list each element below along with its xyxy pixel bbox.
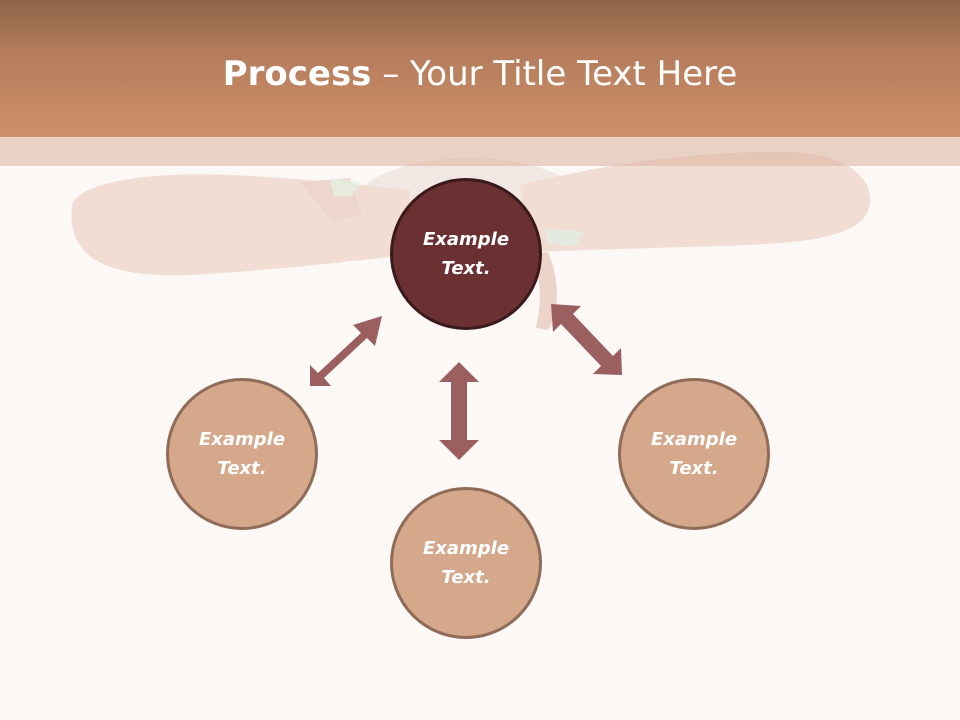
bottom-node: Example Text.: [390, 487, 542, 639]
center-node: Example Text.: [390, 178, 542, 330]
left-node: Example Text.: [166, 378, 318, 530]
title-band: [0, 137, 960, 166]
slide-title: Process – Your Title Text Here: [0, 52, 960, 96]
title-bar: [0, 0, 960, 137]
arrow-vertical-icon: [439, 362, 479, 460]
title-rest: – Your Title Text Here: [371, 54, 738, 94]
arrow-left-diagonal-icon: [310, 316, 382, 386]
title-bold: Process: [222, 54, 372, 94]
arrow-right-diagonal-icon: [551, 304, 622, 375]
right-node: Example Text.: [618, 378, 770, 530]
